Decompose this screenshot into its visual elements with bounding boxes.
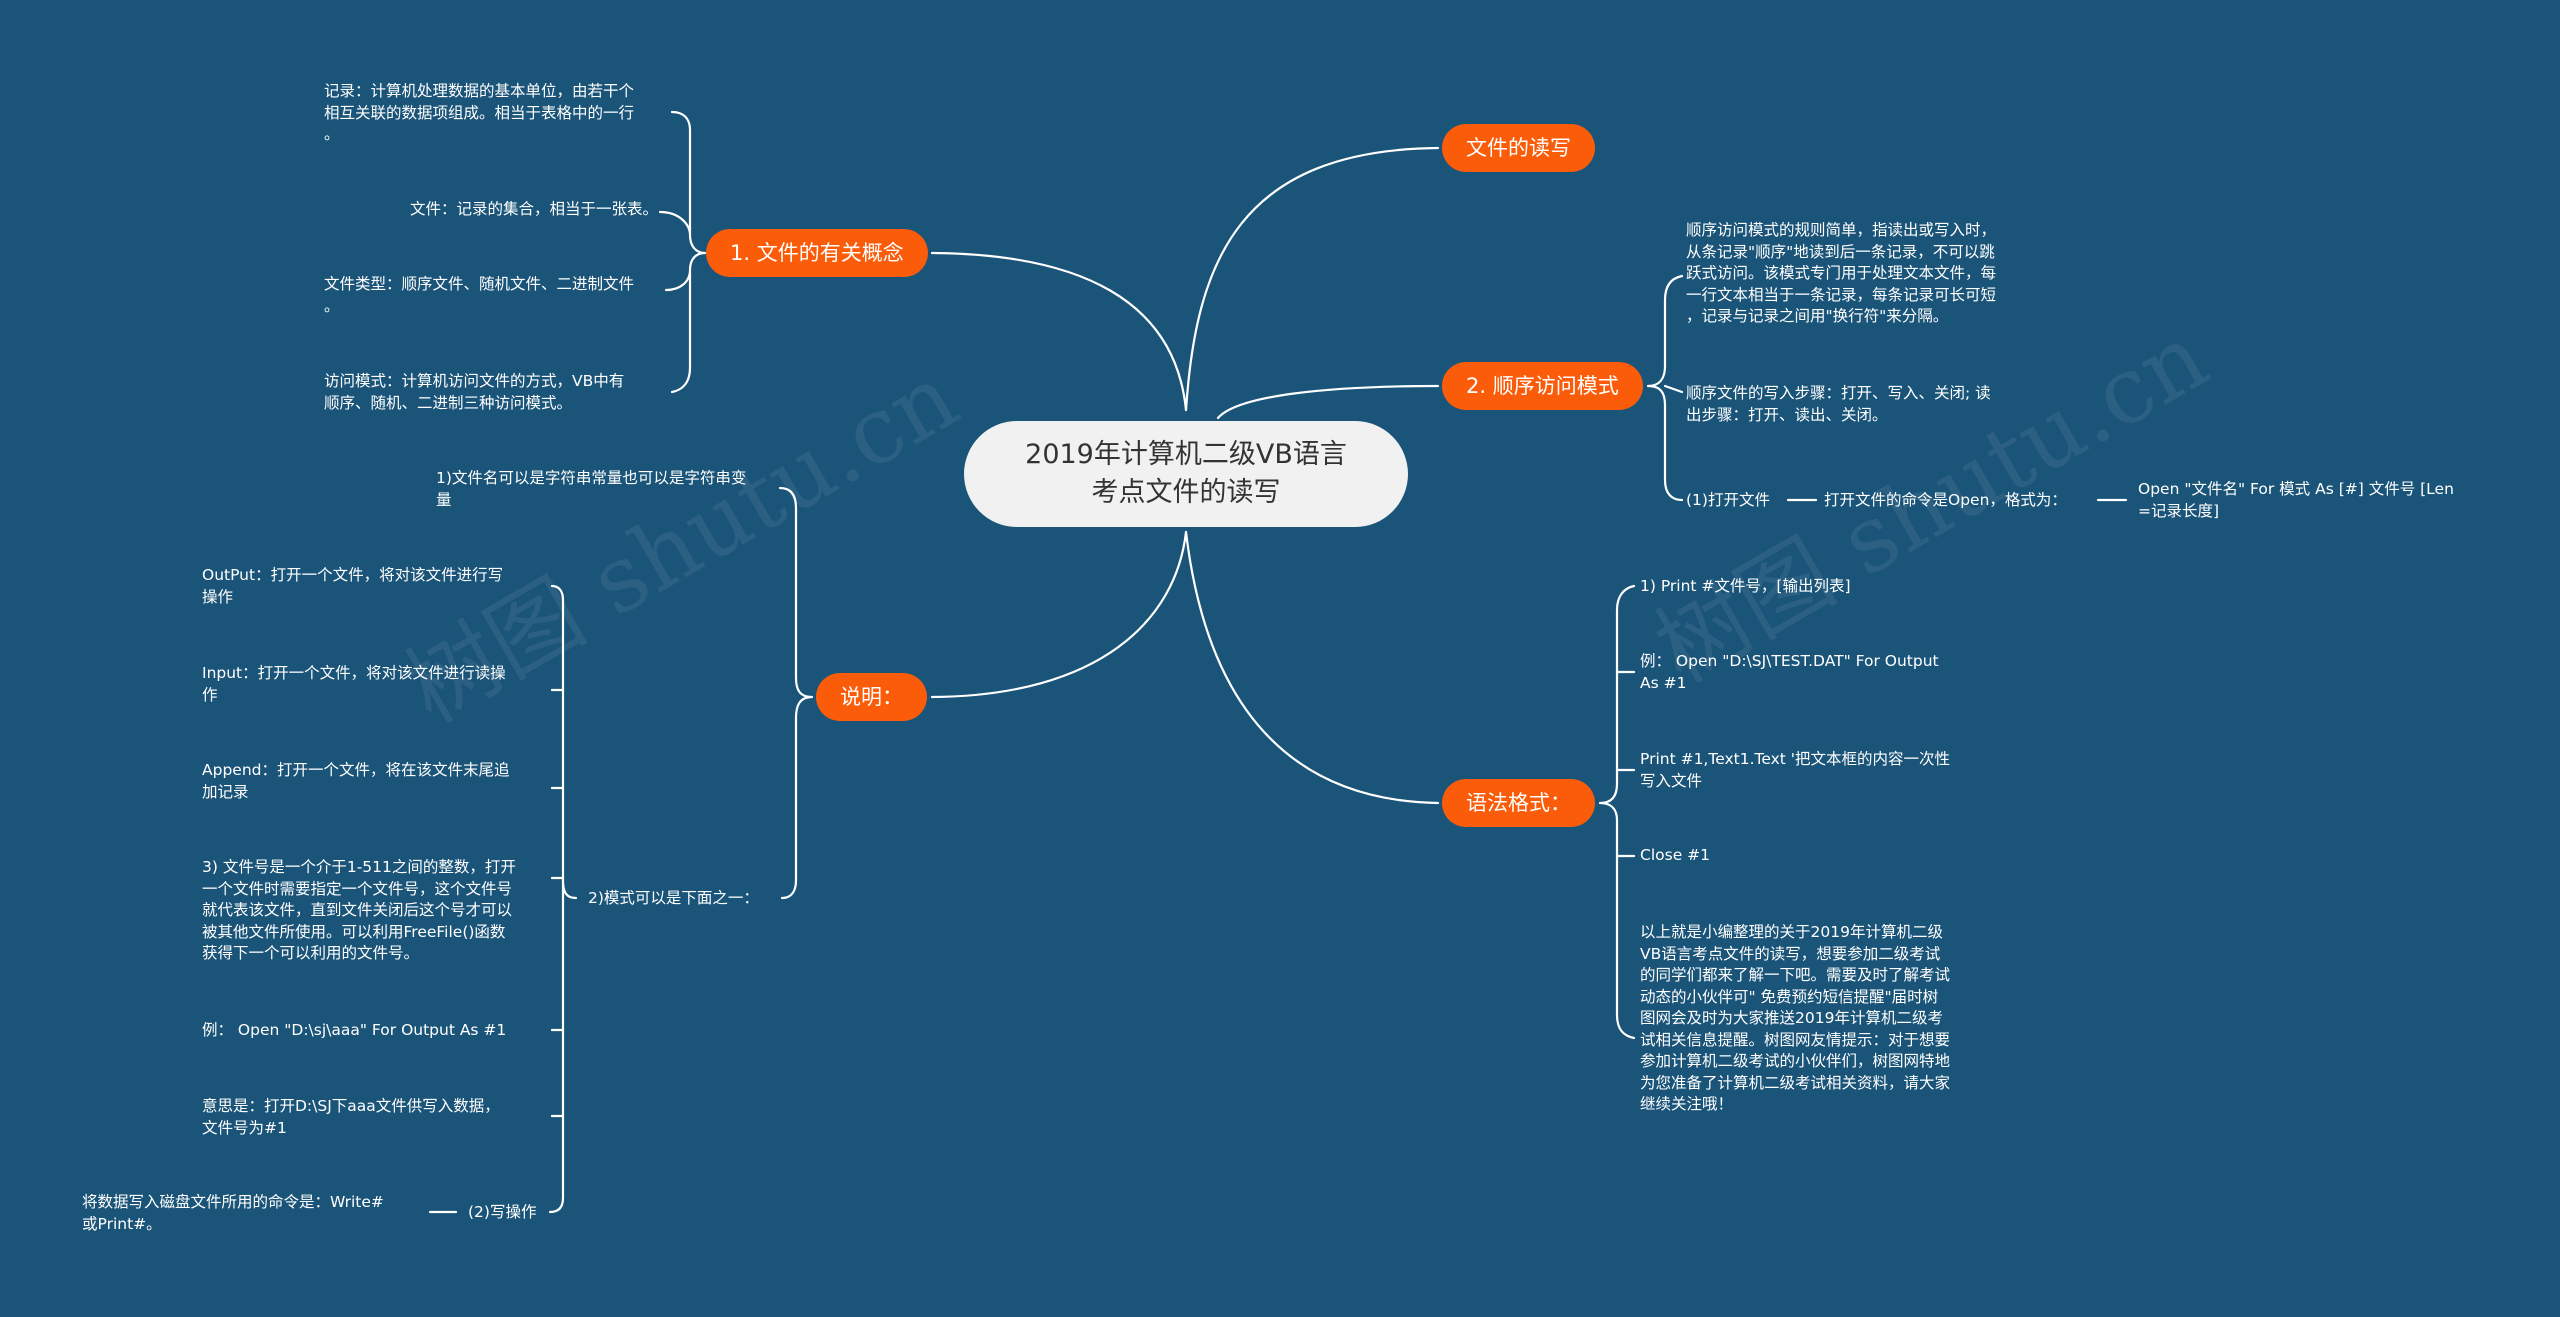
leaf-open-file: (1)打开文件 [1686,491,1770,509]
topic-notes[interactable]: 说明： [816,673,927,721]
leaf-open-format: Open "文件名" For 模式 As [#] 文件号 [Len =记录长度] [2138,480,2454,520]
topic-syntax-format[interactable]: 语法格式： [1442,779,1595,827]
leaf-sequential-steps: 顺序文件的写入步骤：打开、写入、关闭; 读 出步骤：打开、读出、关闭。 [1686,384,1991,424]
leaf-print-syntax: 1) Print #文件号，[输出列表] [1640,577,1851,595]
leaf-mode-output: OutPut：打开一个文件，将对该文件进行写 操作 [202,566,504,606]
leaf-print-example: Print #1,Text1.Text '把文本框的内容一次性 写入文件 [1640,750,1951,790]
bracket-sequential [1646,274,1684,502]
leaf-write-operation: (2)写操作 [468,1203,537,1221]
topic-file-read-write[interactable]: 文件的读写 [1442,124,1595,172]
link-root-file-rw [1184,146,1440,412]
leaf-write-command: 将数据写入磁盘文件所用的命令是：Write# 或Print#。 [82,1193,384,1233]
link-root-concepts [930,251,1188,412]
bracket-concepts [658,110,707,394]
leaf-summary-paragraph: 以上就是小编整理的关于2019年计算机二级 VB语言考点文件的读写，想要参加二级… [1640,923,1951,1113]
leaf-sequential-description: 顺序访问模式的规则简单，指读出或写入时， 从条记录"顺序"地读到后一条记录，不可… [1686,221,1997,325]
bracket-syntax [1598,584,1636,1040]
bracket-modes [548,584,578,1214]
topic-file-concepts[interactable]: 1. 文件的有关概念 [706,229,928,277]
root-topic[interactable]: 2019年计算机二级VB语言 考点文件的读写 [964,421,1408,527]
leaf-open-example: 例： Open "D:\sj\aaa" For Output As #1 [202,1021,507,1039]
bracket-notes [778,486,814,900]
leaf-open-meaning: 意思是：打开D:\SJ下aaa文件供写入数据， 文件号为#1 [202,1097,500,1137]
leaf-access-modes: 访问模式：计算机访问文件的方式，VB中有 顺序、随机、二进制三种访问模式。 [324,372,625,412]
leaf-filename-note: 1)文件名可以是字符串常量也可以是字符串变 量 [436,469,747,509]
leaf-mode-input: Input：打开一个文件，将对该文件进行读操 作 [202,664,506,704]
leaf-mode-label: 2)模式可以是下面之一： [588,889,759,907]
leaf-close-example: Close #1 [1640,846,1710,864]
leaf-open-test-example: 例： Open "D:\SJ\TEST.DAT" For Output As #… [1640,652,1939,692]
leaf-open-command: 打开文件的命令是Open，格式为： [1824,491,2067,509]
link-root-notes [930,530,1188,699]
leaf-file-types: 文件类型：顺序文件、随机文件、二进制文件 。 [324,275,635,315]
topic-sequential-access[interactable]: 2. 顺序访问模式 [1442,362,1643,410]
link-root-syntax [1184,530,1440,805]
leaf-record-definition: 记录：计算机处理数据的基本单位，由若干个 相互关联的数据项组成。相当于表格中的一… [324,82,635,143]
leaf-file-definition: 文件：记录的集合，相当于一张表。 [409,200,658,218]
leaf-mode-append: Append：打开一个文件，将在该文件末尾追 加记录 [202,761,510,801]
link-root-sequential [1216,384,1440,420]
leaf-file-number: 3) 文件号是一个介于1-511之间的整数，打开 一个文件时需要指定一个文件号，… [202,858,516,962]
